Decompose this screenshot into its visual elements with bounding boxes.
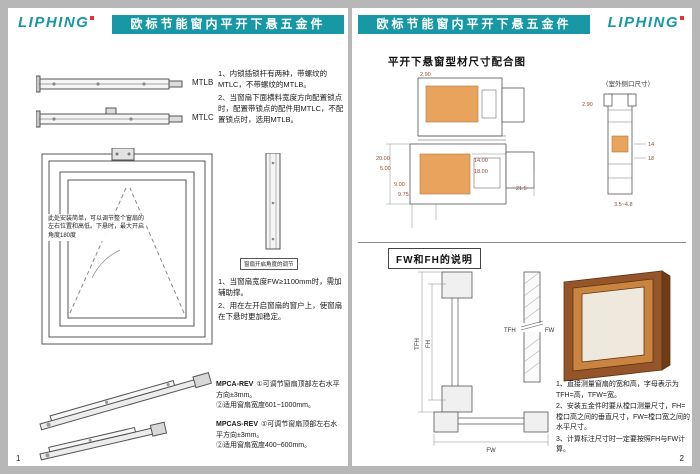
mtlc-label: MTLC <box>192 113 214 122</box>
page1-number: 1 <box>16 454 21 463</box>
mtlc-bar-drawing <box>36 107 183 128</box>
friction-stays-drawing <box>39 371 213 461</box>
dim-value: 18.00 <box>474 169 488 175</box>
outdoor-side-label: （室外侧口尺寸） <box>602 79 654 88</box>
page2-number: 2 <box>679 454 684 463</box>
mtlb-label: MTLB <box>192 78 214 87</box>
section-divider <box>358 242 686 243</box>
brand-logo: LIPHING <box>18 14 95 31</box>
sash-width-note-line2: 2、用在左开启窗扇的窗户上，使窗扇在下悬时更加稳定。 <box>218 300 343 321</box>
tfh-label: TFH <box>504 328 516 334</box>
outdoor-side-profile-drawing: （室外侧口尺寸） 2.90 14 18 3.5~4.8 <box>582 79 654 208</box>
mpcas-rev-note1: ①可调节窗扇顶部左右水平方向±3mm。 <box>216 421 338 439</box>
logo-red-dot-icon <box>680 16 684 20</box>
mpca-rev-stay-drawing <box>39 371 213 431</box>
lock-bars-note-line1: 1、内锁插锁杆有两种，带螺纹的MTLC，不带螺纹的MTLB。 <box>218 69 328 90</box>
sash-width-note: 1、当窗扇宽度FW≥1100mm时，需加辅助撑。 2、用在左开启窗扇的窗户上，使… <box>218 276 344 323</box>
tfh-label: TFH <box>415 338 421 350</box>
fh-label: FH <box>426 340 432 348</box>
dim-value: 2.90 <box>420 72 431 78</box>
mpcas-rev-stay-drawing <box>39 421 168 461</box>
dim-value: 3.5~4.8 <box>614 202 633 208</box>
mpcas-rev-note2: ②适用窗扇宽度400~600mm。 <box>216 442 312 449</box>
brand-logo-text: LIPHING <box>18 14 90 31</box>
profile-inner-lines <box>418 89 506 189</box>
tilt-open-lines <box>69 187 185 314</box>
opening-arc <box>91 249 121 279</box>
page-2: 欧标节能窗内平开下悬五金件 LIPHING 平开下悬窗型材尺寸配合图 <box>352 8 692 466</box>
profile-thermal-core <box>419 85 479 195</box>
side-profile-inner-lines <box>608 109 632 179</box>
mpca-rev-note1: ①可调节窗扇顶部左右水平方向±3mm。 <box>216 381 340 399</box>
vertical-dimension-lines <box>418 271 446 413</box>
horizontal-section-drawing <box>433 411 549 433</box>
mtlb-screw-holes <box>52 82 146 86</box>
glass-lines <box>451 298 459 386</box>
dim-value: 2.90 <box>582 102 593 108</box>
hinge-drawing <box>111 148 135 161</box>
hinge-screw <box>127 152 131 156</box>
fwfh-section-heading: FW和FH的说明 <box>388 248 481 269</box>
window-corner-drawing <box>41 148 213 345</box>
page1-title-bar: 欧标节能窗内平开下悬五金件 <box>112 15 344 34</box>
dim-value: 18 <box>648 156 654 162</box>
brand-logo-text: LIPHING <box>607 14 679 31</box>
fwfh-note-line2: 2、安装五金件时要从樘口测量尺寸，FH=樘口高之间的垂直尺寸，FW=樘口宽之间的… <box>556 403 690 431</box>
fwfh-notes: 1、直接测量窗扇的宽和高，字母表示为 TFH=高，TFW=宽。 2、安装五金件时… <box>556 380 690 457</box>
fw-label: FW <box>486 448 496 454</box>
mtlb-bar-drawing <box>36 75 183 93</box>
side-profile-strip-drawing <box>265 153 281 250</box>
dim-value: 9.75 <box>398 192 409 198</box>
brand-logo: LIPHING <box>608 14 684 31</box>
dim-value: 9.00 <box>394 182 405 188</box>
lock-bars-drawing <box>36 75 183 128</box>
dim-value: 5.00 <box>380 166 391 172</box>
mpca-rev-note2: ②适用窗扇宽度601~1000mm。 <box>216 402 316 409</box>
strip-body <box>265 153 281 250</box>
mpca-rev-label: MPCA-REV <box>216 381 254 388</box>
dim-value: 14.00 <box>474 158 488 164</box>
fwfh-note-line1: 1、直接测量窗扇的宽和高，字母表示为 TFH=高，TFW=宽。 <box>556 381 679 399</box>
logo-red-dot-icon <box>90 16 95 20</box>
frame-outlines <box>41 153 213 345</box>
page-1: LIPHING 欧标节能窗内平开下悬五金件 <box>8 8 348 466</box>
fwfh-note-line3: 3、计算标注尺寸时一定要按照FH与FW计算。 <box>556 435 686 454</box>
hinge-adjust-note: 此处安装简单，可以调节整个窗扇的左右位置和高低。下悬时，最大开启角度180度 <box>46 214 146 242</box>
dim-value: 21.5 <box>516 186 527 192</box>
window-3d-illustration <box>563 270 671 382</box>
lock-bars-note-line2: 2、当窗扇下面横料宽度方向配置锁点时，配置带锁点的配件用MTLC，不配置锁点时，… <box>218 92 344 125</box>
mpcas-rev-label: MPCAS-REV <box>216 421 259 428</box>
hinge-screw <box>115 152 119 156</box>
lock-bars-note: 1、内锁插锁杆有两种，带螺纹的MTLC，不带螺纹的MTLB。 2、当窗扇下面横料… <box>218 68 344 126</box>
dimension-ticks <box>634 143 646 159</box>
profile-mating-drawing: 2.90 20.00 5.00 9.00 9.75 14.00 18.00 21… <box>376 72 535 228</box>
dim-value: 14 <box>648 142 654 148</box>
strip-break <box>521 323 543 332</box>
fw-label: FW <box>545 328 555 334</box>
vertical-section-drawing <box>441 271 473 413</box>
dim-value: 20.00 <box>376 156 390 162</box>
profile-section-heading: 平开下悬窗型材尺寸配合图 <box>388 56 526 68</box>
adjust-callout: 窗扇开启角度的调节 <box>240 258 298 270</box>
page2-title-bar: 欧标节能窗内平开下悬五金件 <box>358 15 590 34</box>
mtlc-screw-holes <box>52 117 133 121</box>
horizontal-dimension-lines <box>433 434 549 446</box>
strip-hatch <box>523 271 541 375</box>
dimension-lines <box>386 143 535 228</box>
fwfh-explanation-drawing: TFH FH TFH FW <box>415 270 671 454</box>
side-profile-core <box>611 135 629 153</box>
sash-width-note-line1: 1、当窗扇宽度FW≥1100mm时，需加辅助撑。 <box>218 277 342 298</box>
